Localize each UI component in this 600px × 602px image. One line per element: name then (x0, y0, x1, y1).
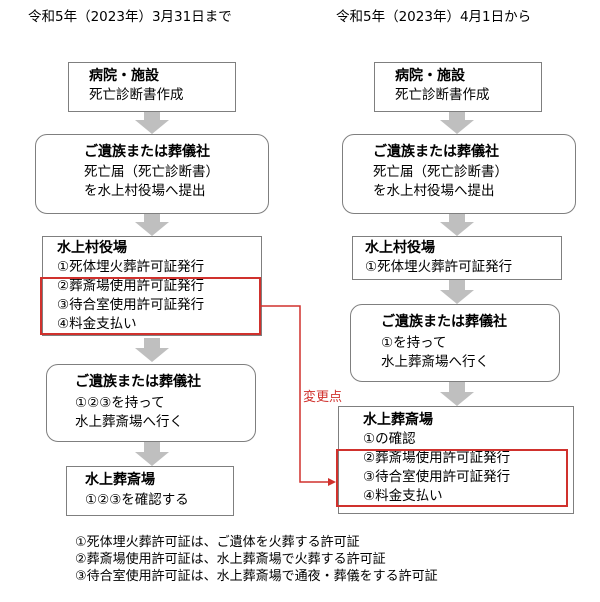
left-change-highlight (40, 277, 261, 335)
crematorium-right-item-4: ④料金支払い (363, 488, 443, 504)
right-family-submit-box: ご遺族または葬儀社 死亡届（死亡診断書） を水上村役場へ提出 (342, 134, 576, 214)
left-down-arrow-3 (135, 338, 169, 362)
footnote-2: ②葬斎場使用許可証は、水上葬斎場で火葬する許可証 (75, 552, 386, 567)
left-family-go-box: ご遺族または葬儀社 ①②③を持って 水上葬斎場へ行く (46, 364, 256, 442)
right-down-arrow-3 (440, 280, 474, 304)
family-submit-line1-right: 死亡届（死亡診断書） (373, 164, 508, 180)
left-down-arrow-1 (135, 112, 169, 134)
village-office-right-item-1: ①死体埋火葬許可証発行 (365, 259, 513, 275)
left-village-office-box: 水上村役場 ①死体埋火葬許可証発行 ②葬斎場使用許可証発行 ③待合室使用許可証発… (42, 236, 262, 336)
hospital-text-right: 死亡診断書作成 (395, 87, 490, 103)
hospital-title: 病院・施設 (89, 68, 159, 84)
left-hospital-box: 病院・施設 死亡診断書作成 (68, 62, 236, 112)
footnote-3: ③待合室使用許可証は、水上葬斎場で通夜・葬儀をする許可証 (75, 569, 438, 584)
family-submit-line2-right: を水上村役場へ提出 (373, 183, 495, 199)
right-hospital-box: 病院・施設 死亡診断書作成 (374, 62, 542, 112)
right-change-highlight (336, 449, 568, 507)
right-down-arrow-2 (440, 214, 474, 236)
crematorium-right-title: 水上葬斎場 (363, 412, 433, 428)
hospital-title-right: 病院・施設 (395, 68, 465, 84)
village-office-item-1: ①死体埋火葬許可証発行 (57, 259, 205, 275)
left-column-header: 令和5年（2023年）3月31日まで (28, 9, 232, 25)
right-down-arrow-4 (440, 382, 474, 406)
right-column-header: 令和5年（2023年）4月1日から (336, 9, 532, 25)
right-family-go-box: ご遺族または葬儀社 ①を持って 水上葬斎場へ行く (350, 304, 560, 382)
village-office-right-title: 水上村役場 (365, 240, 435, 256)
crematorium-right-item-3: ③待合室使用許可証発行 (363, 469, 511, 485)
crematorium-left-line1: ①②③を確認する (85, 492, 189, 508)
family-submit-line1: 死亡届（死亡診断書） (84, 164, 219, 180)
family-go-right-title: ご遺族または葬儀社 (381, 314, 507, 330)
crematorium-right-item-1: ①の確認 (363, 431, 416, 447)
right-village-office-box: 水上村役場 ①死体埋火葬許可証発行 (352, 236, 562, 280)
right-down-arrow-1 (440, 112, 474, 134)
village-office-title: 水上村役場 (57, 240, 127, 256)
right-crematorium-box: 水上葬斎場 ①の確認 ②葬斎場使用許可証発行 ③待合室使用許可証発行 ④料金支払… (338, 406, 574, 514)
family-submit-line2: を水上村役場へ提出 (84, 183, 206, 199)
left-down-arrow-4 (135, 442, 169, 466)
family-go-right-line1: ①を持って (381, 335, 447, 351)
family-go-left-line1: ①②③を持って (75, 395, 165, 411)
footnote-1: ①死体埋火葬許可証は、ご遺体を火葬する許可証 (75, 535, 360, 550)
left-down-arrow-2 (135, 214, 169, 236)
change-point-label: 変更点 (303, 390, 343, 405)
village-office-item-4: ④料金支払い (57, 316, 137, 332)
village-office-item-2: ②葬斎場使用許可証発行 (57, 278, 205, 294)
crematorium-right-item-2: ②葬斎場使用許可証発行 (363, 450, 511, 466)
family-submit-title: ご遺族または葬儀社 (84, 144, 210, 160)
village-office-item-3: ③待合室使用許可証発行 (57, 297, 205, 313)
left-crematorium-box: 水上葬斎場 ①②③を確認する (66, 466, 234, 516)
left-family-submit-box: ご遺族または葬儀社 死亡届（死亡診断書） を水上村役場へ提出 (35, 134, 269, 214)
family-go-left-line2: 水上葬斎場へ行く (75, 414, 183, 430)
family-go-left-title: ご遺族または葬儀社 (75, 374, 201, 390)
family-go-right-line2: 水上葬斎場へ行く (381, 354, 489, 370)
hospital-text: 死亡診断書作成 (89, 87, 184, 103)
family-submit-title-right: ご遺族または葬儀社 (373, 144, 499, 160)
crematorium-left-title: 水上葬斎場 (85, 472, 155, 488)
